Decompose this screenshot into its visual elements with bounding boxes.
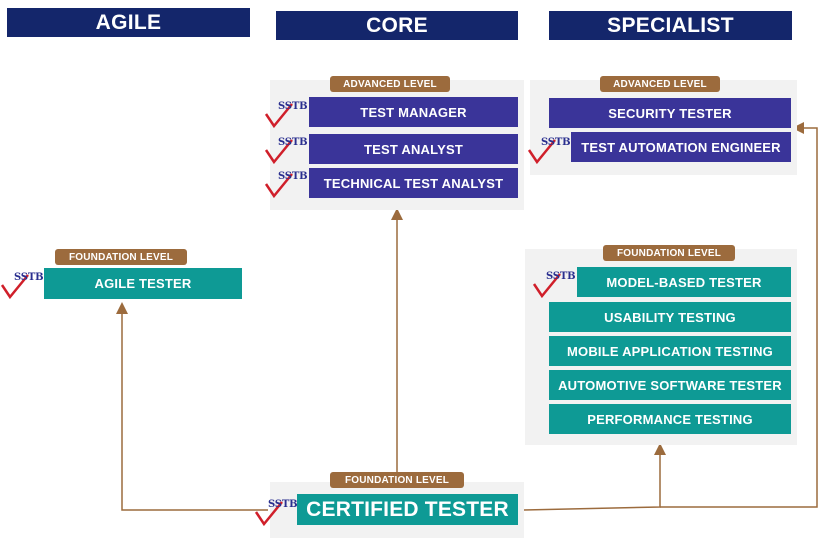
agile-tester-box: AGILE TESTER [44,268,242,299]
sstb-logo-text: SSTB [278,137,308,148]
mobile-application-testing-box: MOBILE APPLICATION TESTING [549,336,791,366]
test-manager-box: TEST MANAGER [309,97,518,127]
sstb-logo-text: SSTB [278,101,308,112]
sstb-logo: SSTB [254,498,300,526]
sstb-logo: SSTB [264,100,310,128]
checkmark-icon [264,173,293,198]
sstb-logo-text: SSTB [278,171,308,182]
specialist-advanced-level-tag: ADVANCED LEVEL [600,76,720,92]
sstb-logo: SSTB [264,170,310,198]
column-header-specialist: SPECIALIST [549,11,792,40]
core-advanced-level-tag: ADVANCED LEVEL [330,76,450,92]
checkmark-icon [254,501,283,526]
sstb-logo-text: SSTB [546,271,576,282]
sstb-logo-text: SSTB [268,499,298,510]
checkmark-icon [264,103,293,128]
column-header-agile: AGILE [7,8,250,37]
sstb-logo-text: SSTB [14,272,44,283]
arrow-to-specialist-advanced [660,122,818,508]
sstb-logo: SSTB [264,136,310,164]
column-header-core: CORE [276,11,518,40]
checkmark-icon [0,274,29,299]
technical-test-analyst-box: TECHNICAL TEST ANALYST [309,168,518,198]
test-analyst-box: TEST ANALYST [309,134,518,164]
arrow-to-specialist-foundation [523,443,666,511]
automotive-software-tester-box: AUTOMOTIVE SOFTWARE TESTER [549,370,791,400]
arrow-to-agile-tester [116,302,268,511]
certified-tester-box: CERTIFIED TESTER [297,494,518,525]
checkmark-icon [264,139,293,164]
model-based-tester-box: MODEL-BASED TESTER [577,267,791,297]
usability-testing-box: USABILITY TESTING [549,302,791,332]
sstb-logo-text: SSTB [541,137,571,148]
security-tester-box: SECURITY TESTER [549,98,791,128]
sstb-logo: SSTB [527,136,573,164]
test-automation-engineer-box: TEST AUTOMATION ENGINEER [571,132,791,162]
checkmark-icon [527,139,556,164]
sstb-logo: SSTB [532,270,578,298]
agile-foundation-level-tag: FOUNDATION LEVEL [55,249,187,265]
specialist-foundation-level-tag: FOUNDATION LEVEL [603,245,735,261]
checkmark-icon [532,273,561,298]
core-foundation-level-tag: FOUNDATION LEVEL [330,472,464,488]
performance-testing-box: PERFORMANCE TESTING [549,404,791,434]
sstb-logo: SSTB [0,271,46,299]
